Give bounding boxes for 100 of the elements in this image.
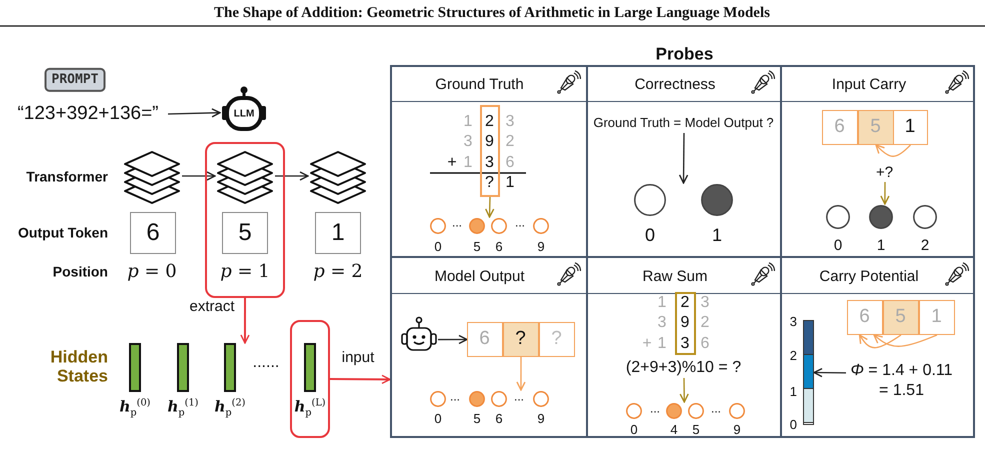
robot-icon xyxy=(400,316,438,354)
highlight-box xyxy=(290,320,330,438)
digit-cell: ? xyxy=(538,322,574,356)
arrow xyxy=(813,368,846,378)
carry-label: +? xyxy=(872,162,898,182)
ellipsis: ...... xyxy=(252,354,280,372)
panel-title: Model Output xyxy=(434,268,525,286)
digit-cell: 6 xyxy=(822,110,858,144)
ellipsis: ... xyxy=(514,390,524,404)
ellipsis: ... xyxy=(452,216,462,230)
highlight-box xyxy=(205,142,285,298)
column-highlight xyxy=(480,104,500,196)
digit: 3 xyxy=(658,314,666,332)
digit: 9 xyxy=(680,314,690,332)
digit: 1 xyxy=(506,174,514,192)
class-label: 0 xyxy=(434,240,442,254)
panel-title: Ground Truth xyxy=(435,76,524,94)
digit-cell: 5 xyxy=(858,110,894,144)
ellipsis: ... xyxy=(450,390,460,404)
digit: 1 xyxy=(464,113,472,131)
tick-label: 3 xyxy=(790,314,797,330)
panel-title: Carry Potential xyxy=(819,268,919,286)
prompt-badge: PROMPT xyxy=(44,68,106,92)
digit: 3 xyxy=(506,113,514,131)
section-title: Probes xyxy=(656,46,714,64)
class-label: 5 xyxy=(473,412,481,426)
class-label: 4 xyxy=(670,422,678,438)
panel-title: Input Carry xyxy=(832,76,906,94)
class-label: 5 xyxy=(692,422,700,438)
digit: 3 xyxy=(680,334,690,352)
tick-label: 0 xyxy=(790,418,797,432)
digit: 3 xyxy=(485,154,494,172)
arrow xyxy=(873,334,938,347)
probe-panel xyxy=(587,65,781,257)
class-label: 1 xyxy=(876,238,886,254)
class-label: 9 xyxy=(537,412,545,426)
digit: 2 xyxy=(680,294,690,312)
row-label: Transformer xyxy=(26,169,108,185)
arrow xyxy=(858,334,902,348)
arrow xyxy=(880,182,890,205)
stacked-bar xyxy=(802,320,814,424)
plus-sign: + xyxy=(642,335,652,353)
formula-text: (2+9+3)%10 = ? xyxy=(618,356,750,378)
digit: 1 xyxy=(464,154,472,172)
arrow xyxy=(182,171,216,181)
class-label: 6 xyxy=(495,412,503,426)
arrow xyxy=(168,108,221,118)
ellipsis: ... xyxy=(650,402,660,416)
probe-panel xyxy=(390,65,587,257)
digit-cell: 5 xyxy=(882,300,918,334)
row-label: Hidden States xyxy=(49,348,108,386)
digit: 2 xyxy=(485,112,494,130)
plus-sign: + xyxy=(447,154,457,172)
arrow xyxy=(275,171,309,181)
tick-label: 1 xyxy=(790,384,797,400)
row-label: Output Token xyxy=(18,225,108,241)
digit: 9 xyxy=(485,132,494,150)
arrow xyxy=(438,334,468,344)
panel-title: Correctness xyxy=(634,76,716,94)
digit: 1 xyxy=(658,335,666,353)
formula-text: Φ = 1.4 + 0.11 = 1.51 xyxy=(846,360,958,404)
panel-title: Raw Sum xyxy=(642,268,708,286)
class-label: 9 xyxy=(733,422,741,438)
arrow xyxy=(875,144,911,157)
digit: 2 xyxy=(700,314,710,332)
probe-panel xyxy=(781,257,975,438)
edge-label: input xyxy=(340,350,376,366)
arrow xyxy=(680,378,689,403)
arrow xyxy=(485,196,494,218)
class-label: 0 xyxy=(645,226,655,246)
digit: 6 xyxy=(506,154,514,172)
layer-stack-drawing xyxy=(122,148,182,204)
icon-label: LLM xyxy=(234,108,254,120)
digit-cell: 6 xyxy=(846,300,882,334)
probe-panel xyxy=(781,65,975,257)
title: The Shape of Addition: Geometric Structures of Arithmetic in Large Language Models xyxy=(214,4,770,22)
tick-label: 2 xyxy=(790,348,797,364)
probe-panel xyxy=(587,257,781,438)
token-box: 6 xyxy=(130,212,176,254)
digit-cell: 1 xyxy=(892,110,928,144)
class-label: 5 xyxy=(473,240,481,254)
digit-cell: ? xyxy=(502,322,538,356)
digit-cell: 1 xyxy=(918,300,954,334)
class-label: 1 xyxy=(712,226,722,246)
class-label: 0 xyxy=(630,422,638,438)
digit: 1 xyxy=(658,294,666,312)
digit: 3 xyxy=(700,294,710,312)
token-box: 5 xyxy=(222,212,268,254)
class-label: 6 xyxy=(495,240,503,254)
arrow xyxy=(678,133,688,184)
arrow xyxy=(240,298,250,344)
class-label: 2 xyxy=(920,238,930,254)
digit: ? xyxy=(485,174,494,192)
class-label: 0 xyxy=(434,412,442,426)
column-highlight xyxy=(674,292,696,354)
position-label: p = 2 xyxy=(313,262,363,282)
position-label: p = 0 xyxy=(127,262,177,282)
layer-stack-drawing xyxy=(215,148,275,204)
prompt-text: “123+392+136=” xyxy=(8,102,168,126)
probe-panel xyxy=(390,257,587,438)
